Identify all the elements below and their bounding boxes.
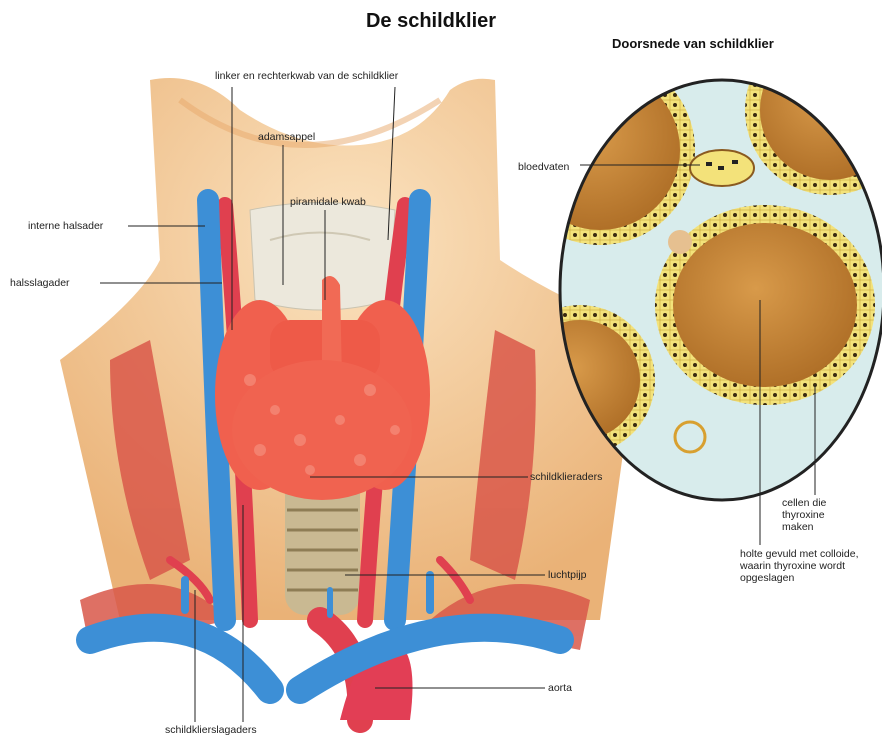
label-schildklierslagaders: schildklierslagaders — [165, 724, 257, 736]
label-luchtpijp: luchtpijp — [548, 569, 587, 581]
label-halsslagader: halsslagader — [10, 277, 70, 289]
label-interne-halsader: interne halsader — [28, 220, 103, 232]
label-adamsappel: adamsappel — [258, 131, 315, 143]
thyroid-gland — [215, 276, 430, 500]
label-piramidale-kwab: piramidale kwab — [290, 196, 366, 208]
label-cellen: cellen die thyroxine maken — [782, 497, 850, 533]
label-schildklieraders: schildklieraders — [530, 471, 602, 483]
label-holte: holte gevuld met colloide, waarin thyrox… — [740, 548, 872, 584]
label-kwabben: linker en rechterkwab van de schildklier — [215, 70, 398, 82]
label-aorta: aorta — [548, 682, 572, 694]
label-bloedvaten: bloedvaten — [518, 161, 569, 173]
